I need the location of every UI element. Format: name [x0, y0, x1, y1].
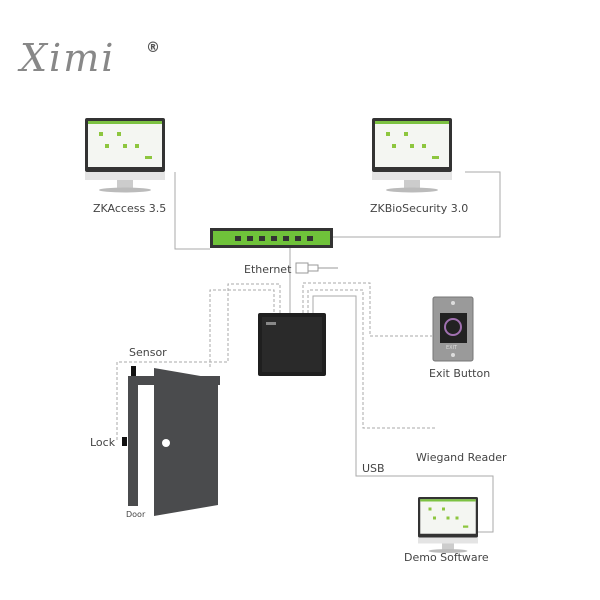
door-illustration: [122, 366, 220, 516]
network-switch: [210, 228, 333, 248]
access-controller-device: [258, 313, 326, 376]
exit-button-label: Exit Button: [429, 367, 491, 380]
network-lines: [174, 171, 501, 533]
demo-software-monitor: [418, 497, 478, 553]
usb-label: USB: [362, 462, 385, 475]
door-label: Door: [126, 510, 146, 519]
registered-mark: ®: [146, 40, 160, 56]
zkaccess-monitor: [85, 118, 165, 193]
sensor-label: Sensor: [129, 346, 167, 359]
lock-label: Lock: [90, 436, 116, 449]
zkbiosecurity-monitor: [372, 118, 452, 193]
zkaccess-label: ZKAccess 3.5: [93, 202, 167, 215]
wiegand-reader-label: Wiegand Reader: [416, 451, 507, 464]
exit-plate-label: EXIT: [446, 345, 458, 351]
wiring-dashed: [116, 282, 435, 440]
sensor-block: [131, 366, 136, 376]
demo-software-label: Demo Software: [404, 551, 489, 564]
ethernet-label: Ethernet: [244, 263, 292, 276]
exit-button-device: [432, 296, 474, 362]
zkbiosecurity-label: ZKBioSecurity 3.0: [370, 202, 469, 215]
lock-block: [122, 437, 127, 446]
ethernet-plug-icon: [295, 262, 338, 274]
brand-logo: Ximi: [20, 36, 116, 80]
